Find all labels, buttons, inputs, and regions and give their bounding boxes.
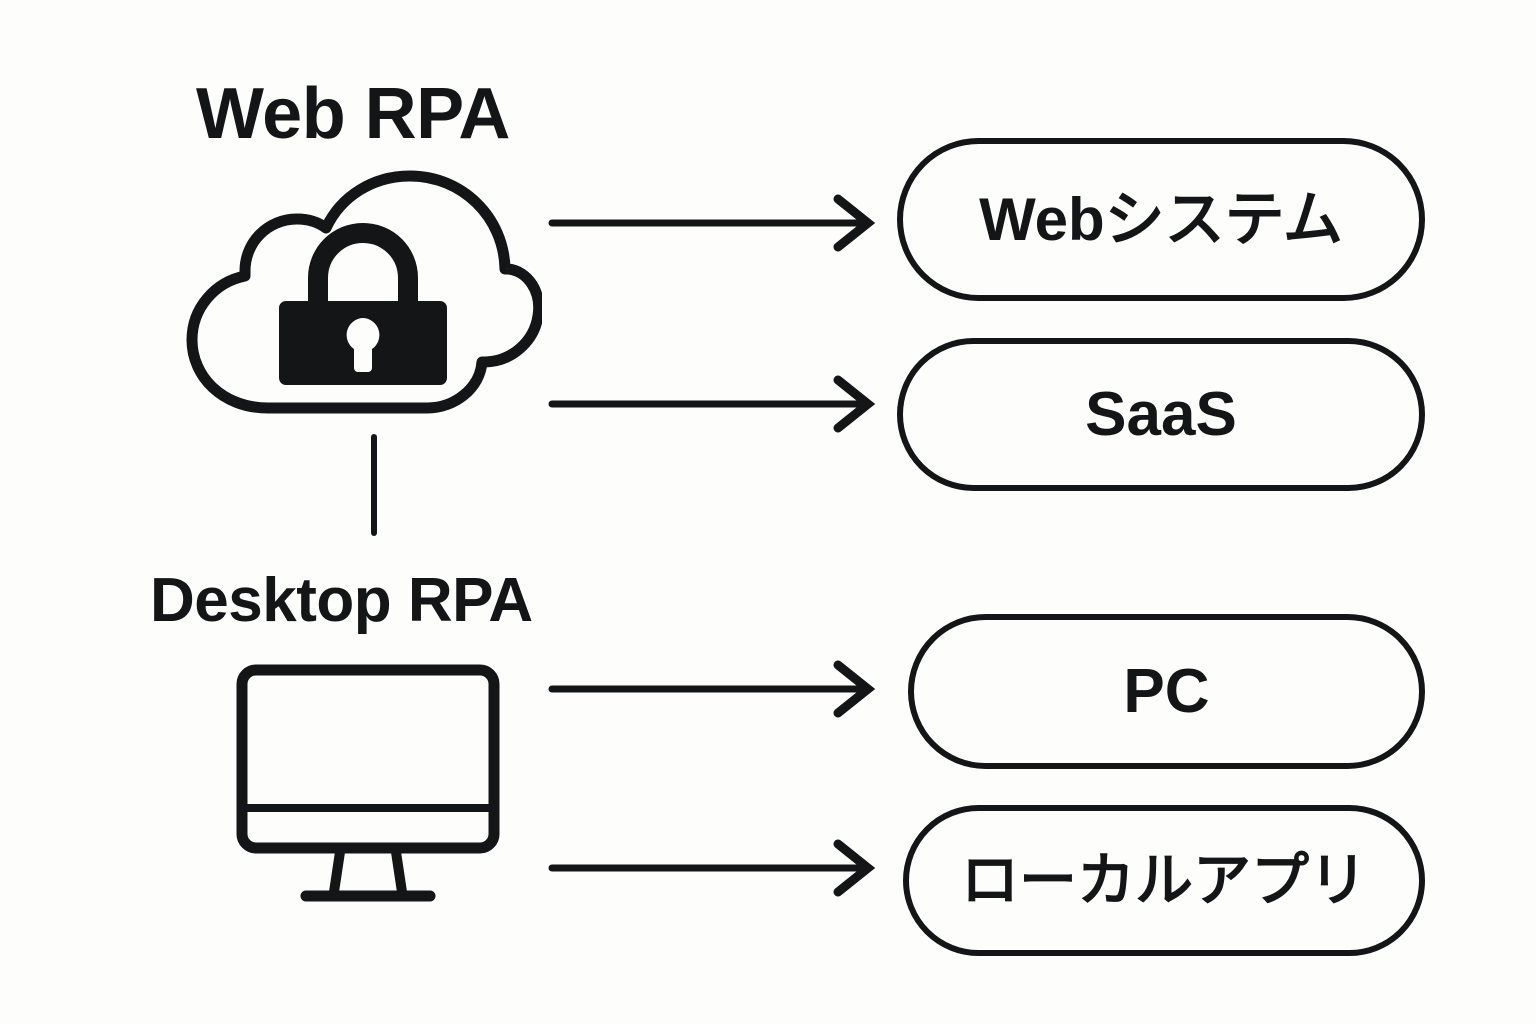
arrow-head — [833, 660, 876, 718]
arrow-head — [833, 375, 876, 433]
target-pill-saas-label: SaaS — [1085, 379, 1237, 449]
section-title-web-rpa: Web RPA — [196, 74, 510, 154]
cloud-lock-icon — [182, 168, 545, 428]
vertical-connector-line — [371, 434, 377, 536]
arrow-head — [833, 839, 876, 897]
lock-body — [279, 301, 447, 385]
target-pill-pc[interactable]: PC — [908, 614, 1425, 769]
monitor-icon — [236, 664, 532, 914]
section-title-desktop-rpa: Desktop RPA — [150, 566, 533, 635]
arrow-right-icon-pc — [548, 659, 878, 719]
arrow-right-icon-web-system — [548, 193, 878, 253]
target-pill-pc-label: PC — [1123, 656, 1210, 726]
target-pill-local-app-label: ローカルアプリ — [960, 847, 1367, 913]
monitor-stand-neck — [329, 851, 407, 893]
arrow-right-icon-local-app — [548, 838, 878, 898]
cloud-outline — [186, 170, 545, 414]
target-pill-local-app[interactable]: ローカルアプリ — [903, 805, 1425, 956]
arrow-head — [833, 194, 876, 252]
arrow-right-icon-saas — [548, 374, 878, 434]
target-pill-web-system-label: Webシステム — [979, 185, 1343, 253]
target-pill-web-system[interactable]: Webシステム — [897, 138, 1425, 301]
lock-shackle — [308, 222, 418, 301]
monitor-screen — [236, 664, 500, 854]
target-pill-saas[interactable]: SaaS — [897, 338, 1425, 491]
